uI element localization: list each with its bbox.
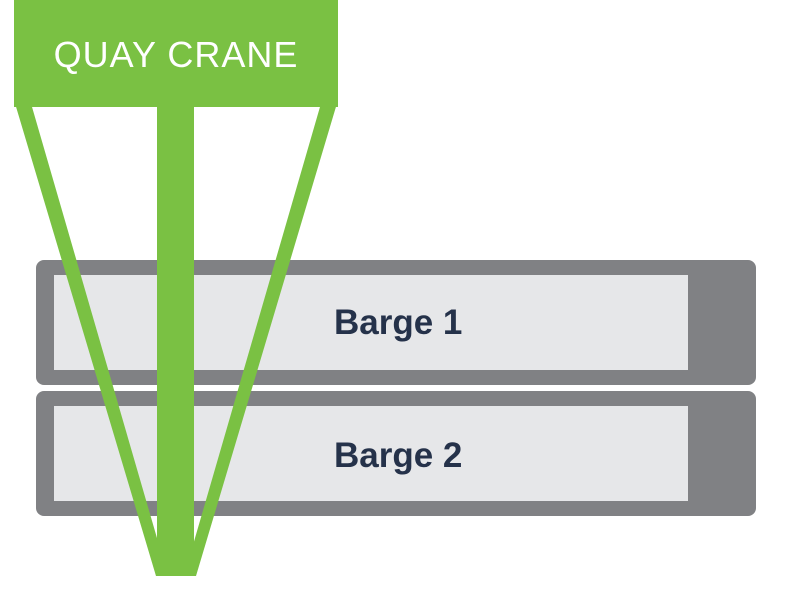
barge-2-label: Barge 2 [334, 436, 463, 475]
crane-left-cable [14, 100, 168, 576]
crane-right-cable [184, 100, 338, 576]
crane-mast [157, 100, 194, 576]
crane-title: QUAY CRANE [53, 34, 299, 75]
barge-1-label: Barge 1 [334, 303, 463, 342]
crane-head [14, 0, 338, 107]
